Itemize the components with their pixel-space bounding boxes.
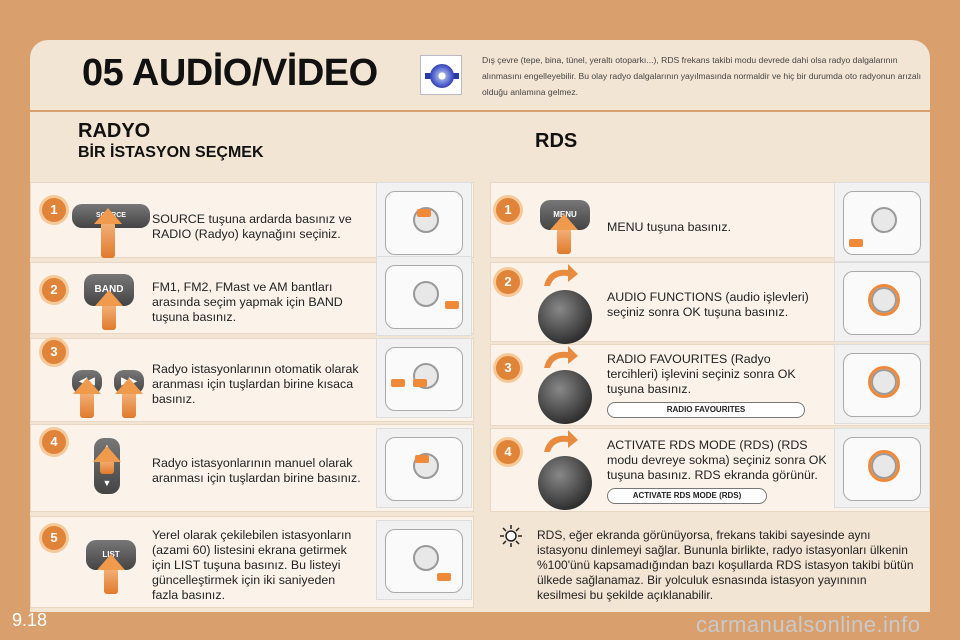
step-text: Radyo istasyonlarının otomatik olarak ar…	[152, 362, 359, 406]
sun-note-icon	[500, 525, 522, 547]
header-notice: Dış çevre (tepe, bina, tünel, yeraltı ot…	[482, 55, 921, 97]
rotary-knob-icon	[538, 370, 592, 424]
step-number: 5	[42, 526, 66, 550]
step-text: ACTIVATE RDS MODE (RDS) (RDS modu devrey…	[607, 438, 827, 482]
curved-arrow-icon	[544, 430, 578, 452]
step-number: 4	[496, 440, 520, 464]
radio-panel-thumbnail	[834, 262, 930, 342]
curved-arrow-icon	[544, 264, 578, 286]
step-text: AUDIO FUNCTIONS (audio işlevleri) seçini…	[607, 290, 809, 319]
curved-arrow-icon	[544, 346, 578, 368]
radio-panel-thumbnail	[376, 256, 472, 336]
page-number: 9.18	[12, 610, 48, 630]
radio-panel-thumbnail	[376, 338, 472, 418]
step-number: 2	[42, 278, 66, 302]
step-text: Radyo istasyonlarının manuel olarak aran…	[152, 456, 361, 485]
arrow-up-icon	[97, 554, 125, 594]
arrow-up-icon	[93, 446, 121, 474]
radio-panel-thumbnail	[834, 344, 930, 424]
rds-note: RDS, eğer ekranda görünüyorsa, frekans t…	[537, 528, 914, 602]
radio-panel-thumbnail	[376, 428, 472, 508]
cd-audio-icon	[420, 55, 462, 95]
step-text: Yerel olarak çekilebilen istasyonların (…	[152, 528, 352, 602]
step-number: 3	[42, 340, 66, 364]
step-number: 2	[496, 270, 520, 294]
rotary-knob-icon	[538, 290, 592, 344]
rotary-knob-icon	[538, 456, 592, 510]
header-panel	[30, 40, 930, 110]
activate-rds-pill: ACTIVATE RDS MODE (RDS)	[607, 488, 767, 504]
step-text: FM1, FM2, FMast ve AM bantları arasında …	[152, 280, 343, 324]
arrow-up-icon	[73, 378, 101, 418]
section-title-radyo: RADYO	[78, 120, 151, 142]
step-text: RADIO FAVOURITES (Radyo tercihleri) işle…	[607, 352, 796, 396]
radio-panel-thumbnail	[834, 428, 930, 508]
arrow-up-icon	[115, 378, 143, 418]
arrow-up-icon	[550, 214, 578, 254]
page-title: 05 AUDİO/VİDEO	[82, 52, 378, 94]
radio-panel-thumbnail	[376, 182, 472, 262]
radio-panel-thumbnail	[376, 520, 472, 600]
section-title-rds: RDS	[535, 130, 578, 152]
radio-favourites-pill: RADIO FAVOURITES	[607, 402, 805, 418]
step-text: SOURCE tuşuna ardarda basınız ve RADIO (…	[152, 212, 352, 241]
step-number: 1	[42, 198, 66, 222]
step-number: 4	[42, 430, 66, 454]
section-subtitle: BİR İSTASYON SEÇMEK	[78, 144, 264, 161]
step-number: 3	[496, 356, 520, 380]
step-number: 1	[496, 198, 520, 222]
radio-panel-thumbnail	[834, 182, 930, 262]
step-text: MENU tuşuna basınız.	[607, 220, 731, 234]
arrow-up-icon	[94, 208, 122, 258]
watermark: carmanualsonline.info	[696, 612, 921, 637]
arrow-up-icon	[95, 290, 123, 330]
